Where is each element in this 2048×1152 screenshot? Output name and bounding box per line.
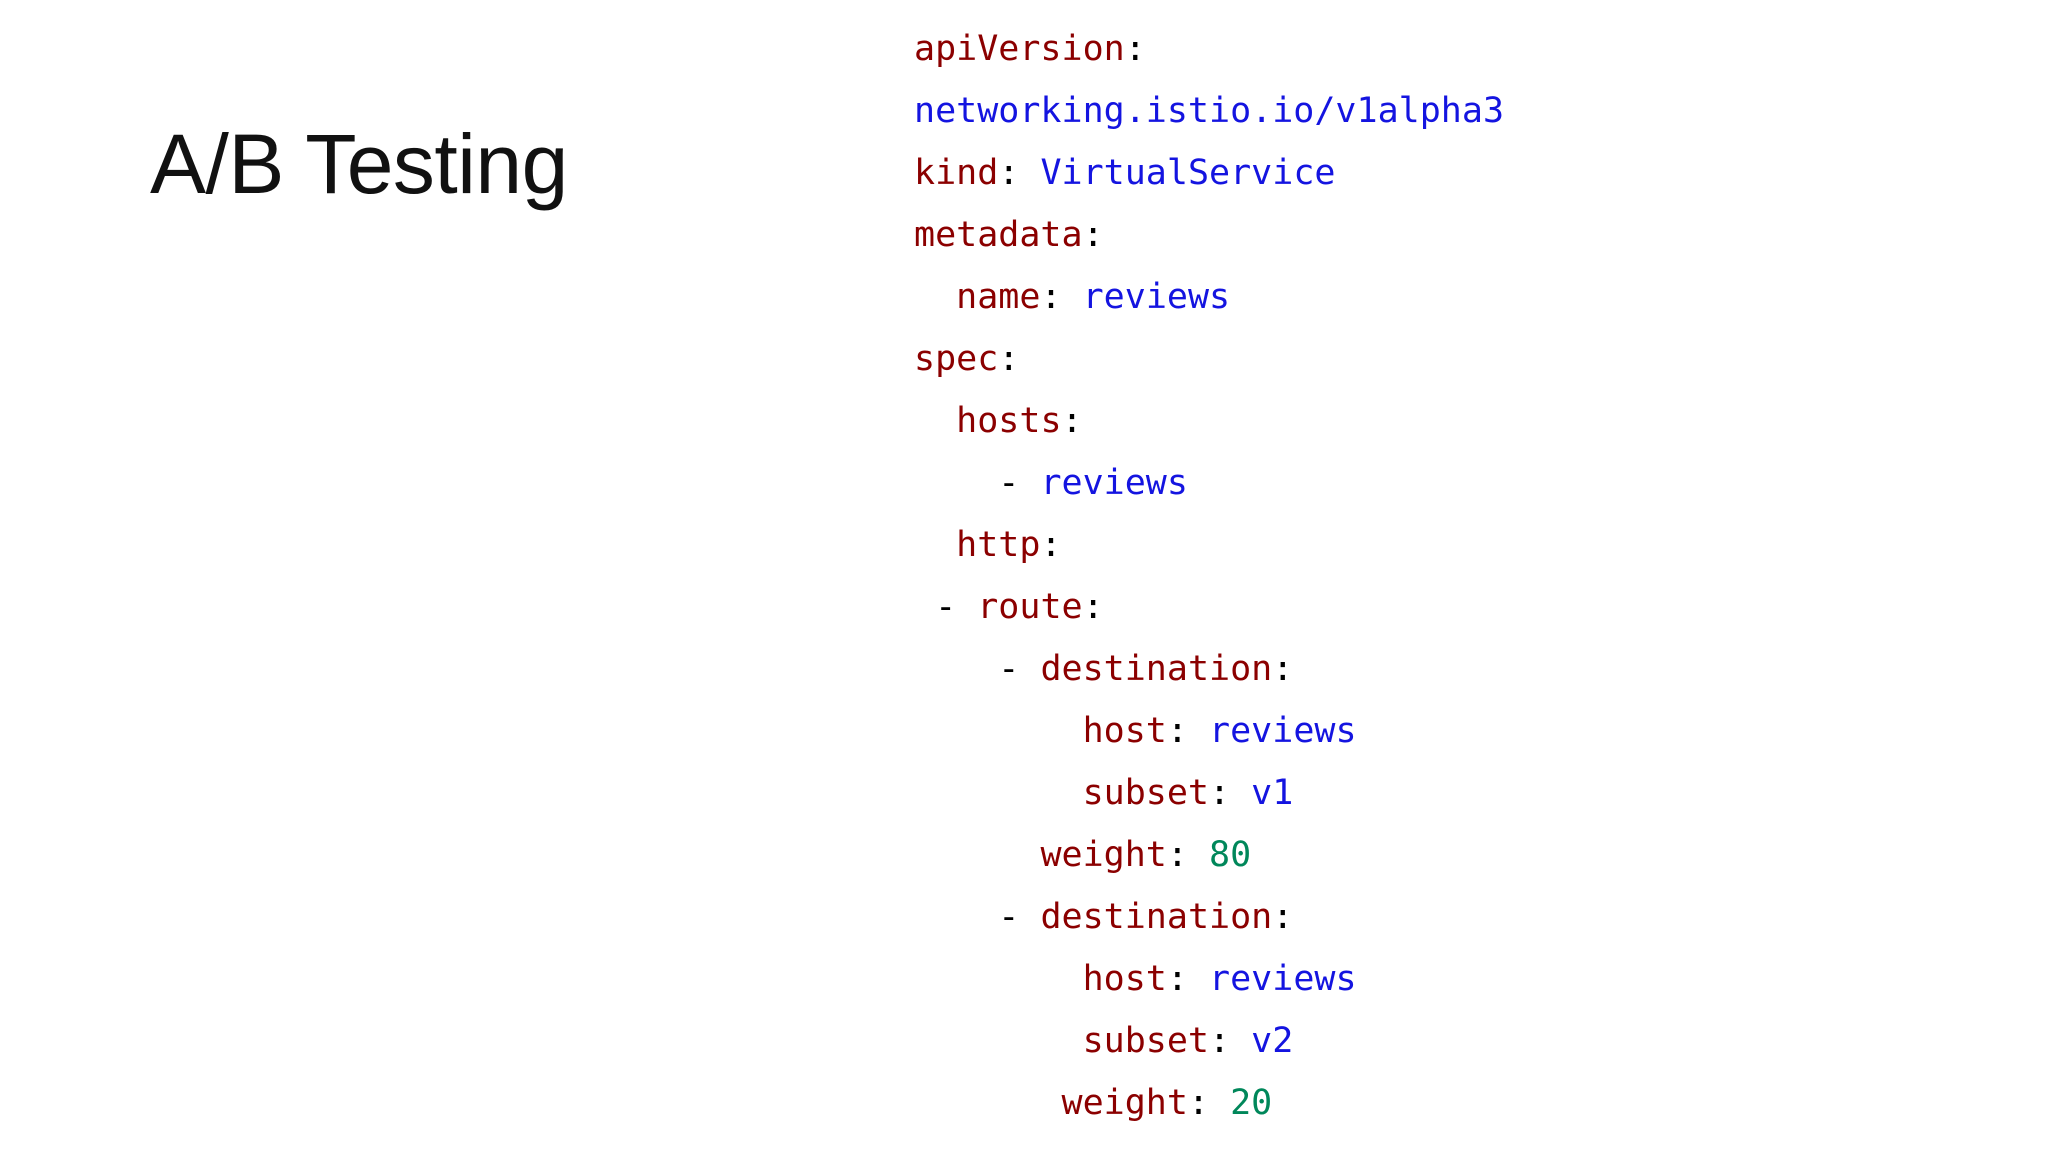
code-line: metadata: (914, 204, 2014, 266)
code-token-punct: : (1272, 649, 1294, 689)
code-token-key: weight (1061, 1083, 1188, 1123)
code-line: subset: v2 (914, 1010, 2014, 1072)
code-indent (914, 401, 956, 441)
code-token-key: weight (1040, 835, 1167, 875)
code-line: kind: VirtualService (914, 142, 2014, 204)
code-token-dash: - (998, 463, 1041, 503)
code-line: weight: 20 (914, 1072, 2014, 1134)
code-token-punct: : (1209, 773, 1252, 813)
code-line: hosts: (914, 390, 2014, 452)
code-token-key: kind (914, 153, 999, 193)
code-token-string: reviews (1209, 711, 1357, 751)
code-token-string: reviews (1209, 959, 1357, 999)
code-token-key: subset (1082, 1021, 1210, 1061)
code-line: host: reviews (914, 700, 2014, 762)
code-line: - route: (914, 576, 2014, 638)
code-indent (914, 711, 1083, 751)
code-token-string: reviews (1082, 277, 1231, 317)
code-token-punct: : (998, 339, 1020, 379)
code-token-key: http (956, 525, 1041, 565)
code-token-punct: : (1061, 401, 1083, 441)
code-token-punct: : (1209, 1021, 1252, 1061)
code-token-string: VirtualService (1040, 153, 1336, 193)
code-token-punct: : (1166, 959, 1210, 999)
code-line: - reviews (914, 452, 2014, 514)
code-token-key: name (956, 277, 1041, 317)
code-indent (914, 463, 998, 503)
code-token-punct: : (1124, 29, 1146, 69)
code-token-key: host (1082, 711, 1167, 751)
code-token-key: route (977, 587, 1083, 627)
code-indent (914, 525, 956, 565)
code-indent (914, 649, 998, 689)
code-token-punct: : (1082, 587, 1104, 627)
code-token-key: spec (914, 339, 999, 379)
code-token-key: apiVersion (914, 29, 1125, 69)
code-line: apiVersion: (914, 18, 2014, 80)
code-line: name: reviews (914, 266, 2014, 328)
code-token-num: 80 (1209, 835, 1252, 875)
code-token-key: destination (1040, 897, 1273, 937)
code-token-string: v2 (1251, 1021, 1294, 1061)
code-indent (914, 773, 1083, 813)
code-token-key: subset (1082, 773, 1210, 813)
code-indent (914, 1021, 1083, 1061)
code-token-punct: : (1082, 215, 1104, 255)
code-indent (914, 1083, 1062, 1123)
code-line: http: (914, 514, 2014, 576)
code-token-punct: : (1166, 711, 1210, 751)
code-line: networking.istio.io/v1alpha3 (914, 80, 2014, 142)
code-line: - destination: (914, 886, 2014, 948)
code-token-string: reviews (1040, 463, 1188, 503)
code-token-punct: : (1272, 897, 1294, 937)
code-indent (914, 277, 956, 317)
code-token-punct: : (1040, 277, 1083, 317)
code-token-num: 20 (1230, 1083, 1273, 1123)
code-token-punct: : (1166, 835, 1210, 875)
code-token-dash: - (935, 587, 978, 627)
code-token-dash: - (998, 649, 1041, 689)
code-token-string: v1 (1251, 773, 1294, 813)
code-token-key: host (1082, 959, 1167, 999)
code-indent (914, 897, 998, 937)
code-token-punct: : (1187, 1083, 1231, 1123)
code-token-punct: : (1040, 525, 1062, 565)
code-token-key: destination (1040, 649, 1273, 689)
code-token-key: hosts (956, 401, 1062, 441)
code-indent (914, 587, 935, 627)
code-line: spec: (914, 328, 2014, 390)
code-token-dash: - (998, 897, 1041, 937)
code-line: subset: v1 (914, 762, 2014, 824)
page-title: A/B Testing (150, 117, 568, 211)
code-token-key: metadata (914, 215, 1083, 255)
code-line: - destination: (914, 638, 2014, 700)
code-line: weight: 80 (914, 824, 2014, 886)
code-indent (914, 835, 1040, 875)
code-token-string: networking.istio.io/v1alpha3 (914, 91, 1505, 131)
code-indent (914, 959, 1083, 999)
yaml-code-block: apiVersion: networking.istio.io/v1alpha3 k… (914, 18, 2014, 1134)
code-line: host: reviews (914, 948, 2014, 1010)
code-token-punct: : (998, 153, 1041, 193)
